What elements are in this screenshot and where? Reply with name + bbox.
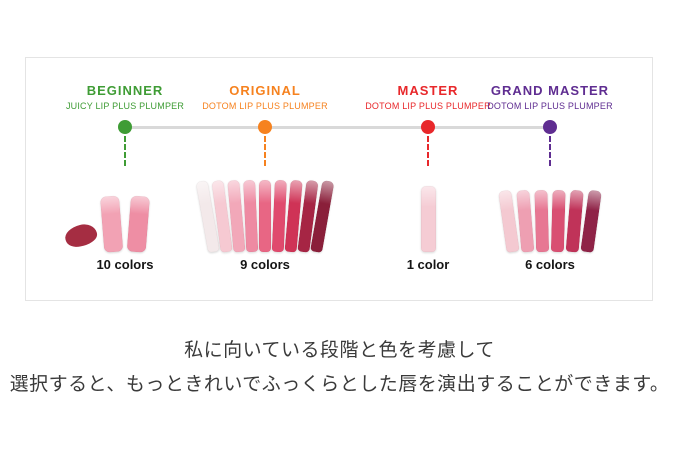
color-count: 1 color: [406, 257, 450, 272]
product-tube: [99, 195, 124, 253]
timeline-dot: [421, 120, 435, 134]
caption-line2: 選択すると、もっときれいでふっくらとした唇を演出することができます。: [9, 374, 670, 395]
product-tubes: [420, 186, 436, 252]
caption-line1: 私に向いている段階と色を考慮して: [184, 340, 495, 361]
timeline-connector: [124, 136, 126, 166]
stage-master: MASTER DOTOM LIP PLUS PLUMPER 1 color: [338, 57, 518, 272]
stage-title: MASTER: [397, 83, 459, 98]
product-tubes: [498, 189, 602, 253]
product-image-original: [175, 170, 355, 253]
timeline-dot: [258, 120, 272, 134]
timeline-dot: [543, 120, 557, 134]
product-tube: [580, 189, 602, 253]
timeline-connector: [264, 136, 266, 166]
product-tube: [126, 195, 151, 253]
product-tubes: [99, 195, 151, 253]
lip-swatch: [62, 221, 100, 250]
product-tube: [550, 189, 566, 253]
product-tube: [243, 179, 259, 253]
stage-subtitle: DOTOM LIP PLUS PLUMPER: [365, 101, 491, 111]
product-image-grand-master: [460, 170, 640, 253]
stage-subtitle: DOTOM LIP PLUS PLUMPER: [202, 101, 328, 111]
stage-panel: [25, 57, 653, 301]
timeline-line: [125, 126, 550, 129]
stage-original: ORIGINAL DOTOM LIP PLUS PLUMPER 9 colors: [175, 57, 355, 272]
product-tube: [420, 186, 436, 252]
product-tube: [259, 180, 271, 252]
stage-beginner: BEGINNER JUICY LIP PLUS PLUMPER 10 color…: [35, 57, 215, 272]
timeline-dot: [118, 120, 132, 134]
stage-subtitle: DOTOM LIP PLUS PLUMPER: [487, 101, 613, 111]
stage-grand-master: GRAND MASTER DOTOM LIP PLUS PLUMPER 6 co…: [460, 57, 640, 272]
color-count: 9 colors: [240, 257, 290, 272]
caption: 私に向いている段階と色を考慮して 選択すると、もっときれいでふっくらとした唇を演…: [0, 334, 679, 402]
product-image-master: [338, 170, 518, 252]
stage-title: GRAND MASTER: [490, 83, 610, 98]
stage-title: BEGINNER: [86, 83, 164, 98]
stage-title: ORIGINAL: [229, 83, 301, 98]
timeline-connector: [549, 136, 551, 166]
timeline-connector: [427, 136, 429, 166]
color-count: 6 colors: [525, 257, 575, 272]
product-tube: [516, 189, 535, 253]
product-tubes: [195, 179, 335, 253]
stage-subtitle: JUICY LIP PLUS PLUMPER: [65, 101, 185, 111]
product-tube: [534, 189, 550, 253]
color-count: 10 colors: [96, 257, 154, 272]
